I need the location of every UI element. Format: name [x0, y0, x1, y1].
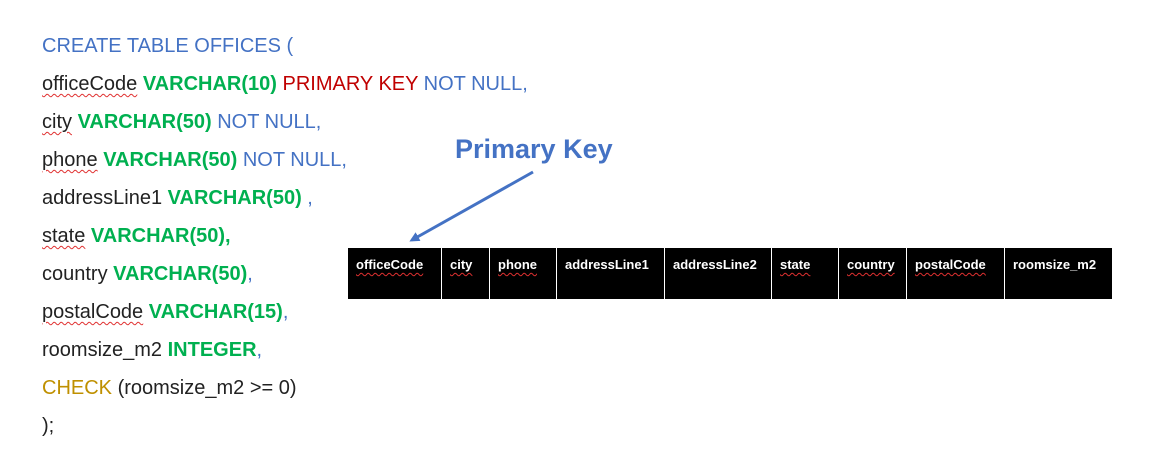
column-type: VARCHAR(50) [77, 111, 212, 133]
sql-line-postalcode: postalCode VARCHAR(15), [42, 297, 528, 335]
sql-line-create: CREATE TABLE OFFICES ( [42, 31, 528, 69]
column-name: roomsize_m2 [42, 339, 163, 361]
header-cell-city: city [442, 248, 490, 299]
sql-line-check: CHECK (roomsize_m2 >= 0) [42, 373, 528, 411]
closing-paren: ); [42, 415, 55, 437]
sql-line-phone: phone VARCHAR(50) NOT NULL, [42, 145, 528, 183]
primary-key-callout: Primary Key [455, 134, 613, 164]
sql-line-roomsize: roomsize_m2 INTEGER, [42, 335, 528, 373]
header-cell-addressline2: addressLine2 [665, 248, 772, 299]
sql-line-officecode: officeCode VARCHAR(10) PRIMARY KEY NOT N… [42, 69, 528, 107]
sql-line-city: city VARCHAR(50) NOT NULL, [42, 107, 528, 145]
header-cell-state: state [772, 248, 839, 299]
check-expression: (roomsize_m2 >= 0) [112, 377, 297, 399]
column-type: VARCHAR(15) [148, 301, 283, 323]
column-type: VARCHAR(50) [103, 149, 238, 171]
column-type: VARCHAR(10) [142, 73, 277, 95]
sql-line-state: state VARCHAR(50), [42, 221, 528, 259]
sql-line-country: country VARCHAR(50), [42, 259, 528, 297]
create-table-keyword: CREATE TABLE OFFICES ( [42, 35, 294, 57]
check-keyword: CHECK [42, 377, 113, 399]
header-cell-addressline1: addressLine1 [557, 248, 665, 299]
comma: , [282, 301, 289, 323]
column-type: VARCHAR(50) [167, 187, 302, 209]
primary-key-keyword: PRIMARY KEY [282, 73, 419, 95]
not-null-keyword: NOT NULL, [423, 73, 528, 95]
sql-line-addressline1: addressLine1 VARCHAR(50) , [42, 183, 528, 221]
header-cell-country: country [839, 248, 907, 299]
column-name: city [42, 111, 72, 133]
column-type: INTEGER [167, 339, 257, 361]
not-null-keyword: NOT NULL, [242, 149, 347, 171]
column-name: country [42, 263, 108, 285]
column-name: state [42, 225, 86, 247]
comma: , [256, 339, 263, 361]
not-null-keyword: NOT NULL, [217, 111, 322, 133]
header-cell-roomsize: roomsize_m2 [1013, 257, 1097, 272]
column-name: postalCode [42, 301, 144, 323]
comma: , [247, 263, 253, 285]
header-cell-officecode: officeCode [348, 248, 442, 299]
offices-table-header: officeCode city phone addressLine1 addre… [348, 248, 1112, 299]
sql-line-close: ); [42, 411, 528, 449]
header-cell-phone: phone [490, 248, 557, 299]
sql-code-block: CREATE TABLE OFFICES ( officeCode VARCHA… [42, 31, 528, 449]
column-name: officeCode [42, 73, 138, 95]
comma: , [301, 187, 313, 209]
column-name: addressLine1 [42, 187, 163, 209]
column-type: VARCHAR(50) [113, 263, 248, 285]
column-type: VARCHAR(50), [90, 225, 231, 247]
header-cell-postalcode: postalCode [907, 248, 1005, 299]
column-name: phone [42, 149, 98, 171]
